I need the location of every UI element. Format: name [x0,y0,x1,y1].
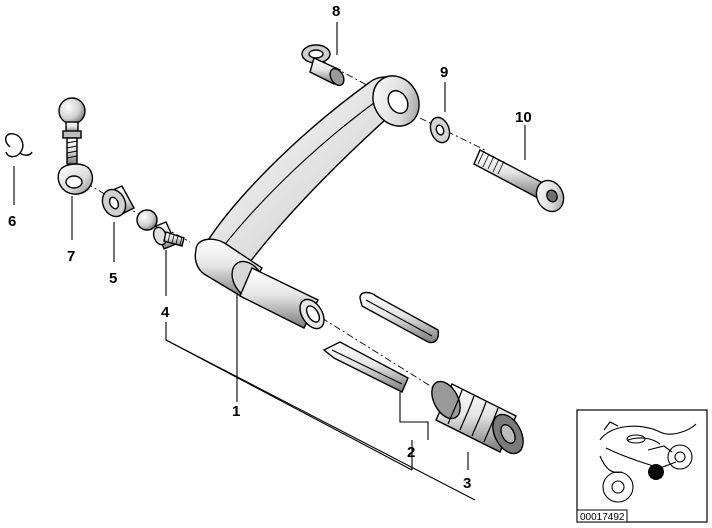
washer-part [429,116,451,144]
inset-thumbnail: 00017492 [576,409,708,523]
leader-lines [13,22,526,501]
callout-4: 4 [161,304,170,321]
callout-2: 2 [407,444,415,461]
circlip-part [4,133,33,158]
callout-5: 5 [109,270,117,287]
location-highlight-marker [648,464,664,480]
bushing-part [101,185,135,218]
callout-6: 6 [8,213,16,230]
foot-peg-rubber-part [431,380,524,455]
rubber-shell-lower-part [322,341,409,393]
reference-number: 00017492 [580,512,625,523]
callout-9: 9 [440,64,448,81]
callout-10: 10 [515,109,532,126]
ball-stud-part [152,221,185,250]
bolt-part [473,149,565,213]
callout-1: 1 [232,403,240,420]
rubber-shell-upper-part [359,291,440,344]
callout-8: 8 [332,3,340,20]
callout-3: 3 [463,475,471,492]
shift-lever-part [194,75,420,330]
ball-part [136,209,158,231]
callout-7: 7 [67,248,75,265]
callout-labels: 1 2 3 4 5 6 7 8 9 10 [8,3,532,492]
ball-joint-part [57,97,94,195]
sleeve-bushing-part [301,44,345,87]
motorcycle-icon [599,421,697,503]
